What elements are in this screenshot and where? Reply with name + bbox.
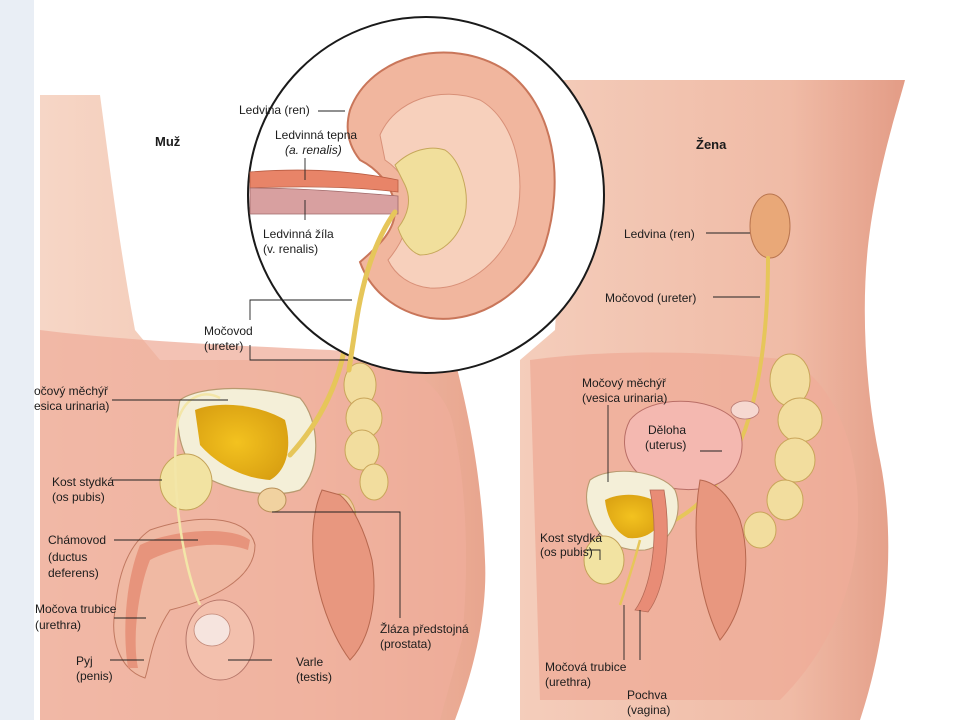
label-female-bladder-latin: (vesica urinaria) [582, 391, 668, 405]
label-female-pubis: Kost stydká [540, 531, 603, 545]
label-male-bladder: očový měchýř [34, 384, 109, 398]
label-male-prostate: Žláza předstojná [380, 622, 469, 636]
female-intestine [743, 353, 823, 549]
label-male-testis: Varle [296, 655, 324, 669]
male-testis-inner [193, 613, 231, 647]
label-male-penis: Pyj [76, 654, 93, 668]
female-bladder-urine [605, 494, 665, 539]
label-male-ureter: Močovod [204, 324, 253, 338]
label-male-ureter-latin: (ureter) [204, 339, 244, 353]
label-male-vas-deferens: Chámovod [48, 533, 107, 547]
label-female-vagina-latin: (vagina) [627, 703, 671, 717]
label-male-pubis-latin: (os pubis) [52, 490, 105, 504]
female-uterus [624, 400, 743, 491]
label-male-prostate-latin: (prostata) [380, 637, 432, 651]
label-female-bladder: Močový měchýř [582, 376, 667, 390]
label-female-uterus-latin: (uterus) [645, 438, 687, 452]
male-pubic-bone [159, 453, 213, 511]
label-male-testis-latin: (testis) [296, 670, 332, 684]
label-male-penis-latin: (penis) [76, 669, 113, 683]
male-bladder-urine [195, 404, 289, 480]
male-penis-inner [125, 530, 250, 668]
label-female-vagina: Pochva [627, 688, 668, 702]
label-female-uterus: Děloha [648, 423, 687, 437]
label-female-kidney: Ledvina (ren) [624, 227, 695, 241]
left-edge-strip [0, 0, 34, 720]
female-kidney [749, 193, 791, 259]
male-vas-deferens [174, 393, 221, 606]
label-kidney-ren: Ledvina (ren) [239, 103, 310, 117]
label-male-urethra-latin: (urethra) [35, 618, 82, 632]
kidney-cross-section [346, 51, 556, 320]
label-female-ureter: Močovod (ureter) [605, 291, 697, 305]
label-female-urethra: Močová trubice [545, 660, 627, 674]
female-rectum [695, 479, 747, 641]
female-ovary [730, 400, 760, 420]
female-pubic-bone [583, 535, 625, 585]
label-renal-artery-latin: (a. renalis) [285, 143, 342, 157]
label-renal-artery: Ledvinná tepna [275, 128, 358, 142]
female-vagina [634, 489, 668, 613]
male-title: Muž [155, 134, 181, 149]
label-male-bladder-latin: esica urinaria) [34, 399, 110, 413]
leader-lines [110, 110, 760, 661]
renal-artery [249, 169, 399, 193]
label-renal-vein-latin: (v. renalis) [263, 242, 319, 256]
label-female-pubis-latin: (os pubis) [540, 545, 593, 559]
male-prostate [257, 487, 287, 513]
female-title: Žena [696, 137, 727, 152]
label-renal-vein: Ledvinná žíla [263, 227, 334, 241]
female-urethra-tube [618, 539, 642, 606]
label-male-urethra: Močova trubice [35, 602, 117, 616]
female-pelvic-cavity [530, 352, 859, 700]
label-male-vas-latin-1: (ductus [48, 550, 88, 564]
label-male-vas-latin-2: deferens) [48, 566, 99, 580]
renal-vein [249, 187, 399, 215]
male-rectum [312, 489, 375, 661]
label-male-pubis: Kost stydká [52, 475, 115, 489]
inset-ureter [346, 209, 398, 373]
label-female-urethra-latin: (urethra) [545, 675, 592, 689]
